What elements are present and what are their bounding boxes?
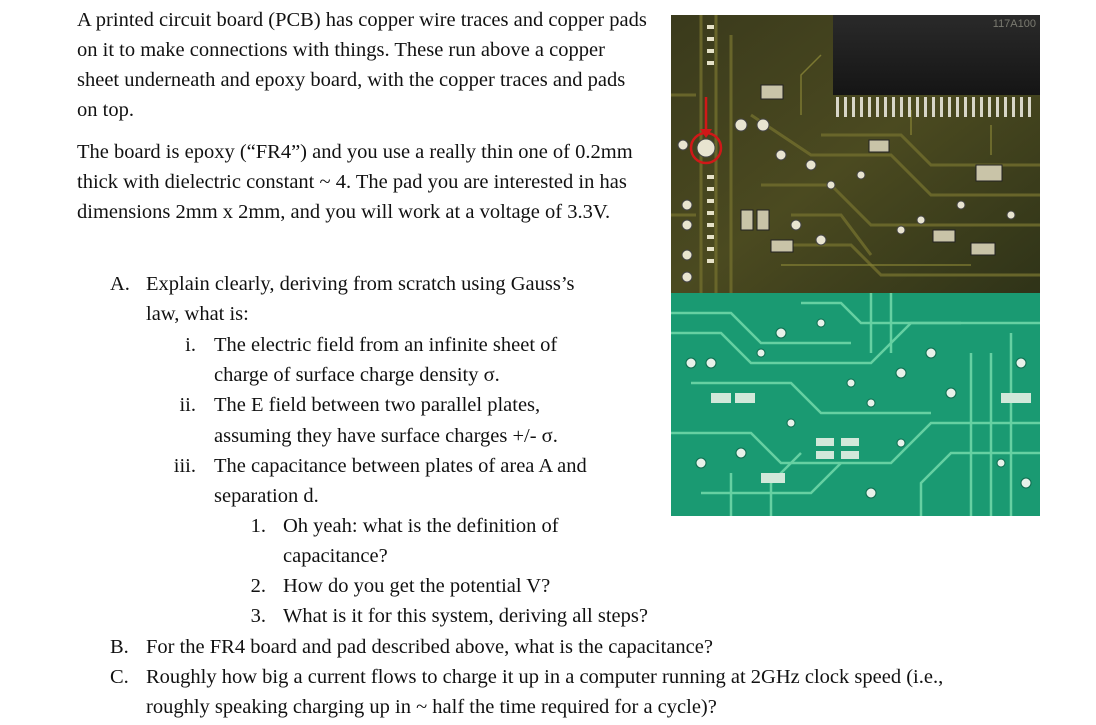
- green-pcb-photo: [671, 293, 1040, 516]
- item-ii-text-line-2: assuming they have surface charges +/- σ…: [214, 425, 558, 447]
- subquestion-1-marker: 1.: [250, 515, 266, 537]
- board-description-paragraph: The board is epoxy (“FR4”) and you use a…: [77, 141, 633, 223]
- item-i-marker: i.: [185, 334, 196, 356]
- item-i-text-line-1: The electric field from an infinite shee…: [214, 334, 558, 356]
- dark-pcb-photo: 117A100: [671, 15, 1040, 293]
- item-iii-marker: iii.: [173, 455, 196, 477]
- question-a-text-line-1: Explain clearly, deriving from scratch u…: [146, 273, 575, 295]
- intro-paragraph: A printed circuit board (PCB) has copper…: [77, 9, 647, 121]
- item-ii-text-line-1: The E field between two parallel plates,: [214, 394, 541, 416]
- item-iii-text-line-1: The capacitance between plates of area A…: [214, 455, 587, 477]
- subquestion-2-text: How do you get the potential V?: [283, 575, 551, 597]
- subquestion-2-marker: 2.: [250, 575, 266, 597]
- chip-marking: 117A100: [993, 18, 1036, 30]
- subquestion-1-text-line-1: Oh yeah: what is the definition of: [283, 515, 559, 537]
- question-a-text-line-2: law, what is:: [146, 303, 249, 325]
- subquestion-1-text-line-2: capacitance?: [283, 545, 388, 567]
- green-pcb-image: [671, 293, 1040, 516]
- question-c-marker: C.: [110, 666, 129, 688]
- question-b-marker: B.: [110, 636, 129, 658]
- subquestion-3-marker: 3.: [250, 605, 266, 627]
- dark-pcb-image: 117A100: [671, 15, 1040, 293]
- question-c-text-line-2: roughly speaking charging up in ~ half t…: [146, 696, 717, 718]
- item-i-text-line-2: charge of surface charge density σ.: [214, 364, 500, 386]
- subquestion-3-text: What is it for this system, deriving all…: [283, 605, 648, 627]
- question-c-text-line-1: Roughly how big a current flows to charg…: [146, 666, 944, 688]
- question-b-text: For the FR4 board and pad described abov…: [146, 636, 713, 658]
- question-a-marker: A.: [110, 273, 130, 295]
- item-ii-marker: ii.: [179, 394, 196, 416]
- item-iii-text-line-2: separation d.: [214, 485, 319, 507]
